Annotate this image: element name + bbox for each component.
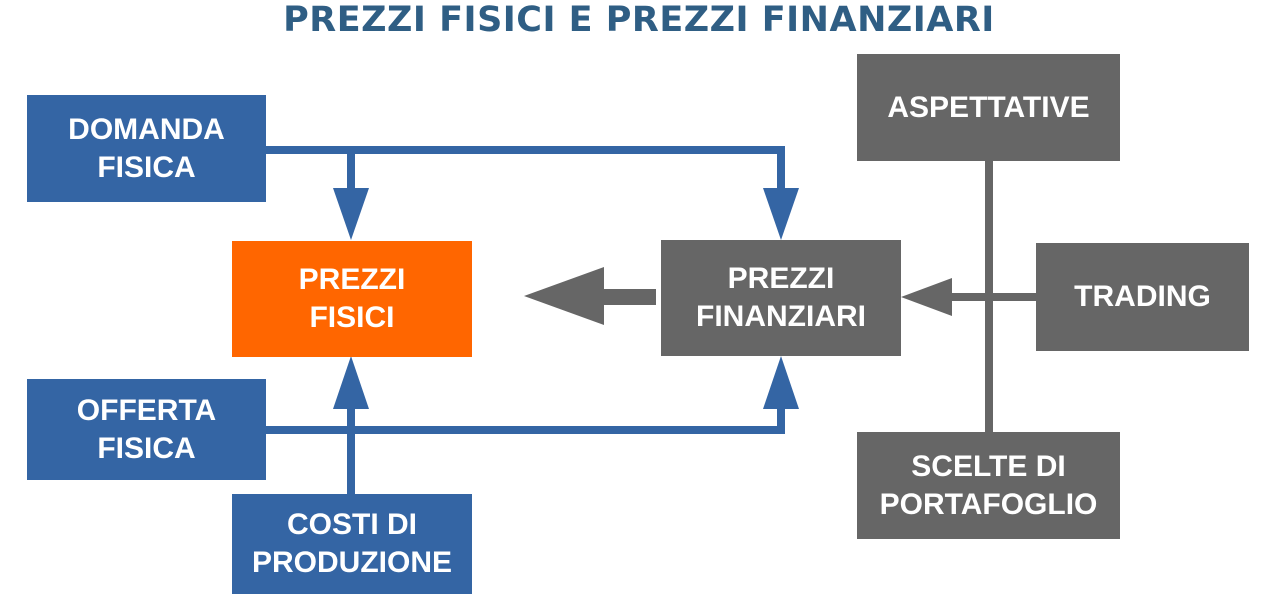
connector-offerta-line (265, 405, 785, 434)
page-title: PREZZI FISICI E PREZZI FINANZIARI (283, 0, 995, 40)
node-scelte-line2: PORTAFOGLIO (879, 487, 1098, 521)
arrowhead-costi-to-fisici (333, 356, 369, 409)
arrowhead-to-finanziari (901, 278, 952, 316)
node-domanda-fisica-line2: FISICA (97, 150, 196, 184)
arrowhead-domanda-to-finanziari (763, 188, 799, 240)
node-prezzi-finanziari: PREZZI FINANZIARI (661, 240, 901, 356)
node-trading: TRADING (1036, 243, 1249, 351)
node-scelte-di-portafoglio: SCELTE DI PORTAFOGLIO (857, 432, 1120, 539)
node-prezzi-fisici: PREZZI FISICI (232, 241, 472, 357)
arrowhead-domanda-to-fisici (333, 188, 369, 240)
node-costi-line2: PRODUZIONE (251, 546, 452, 579)
node-prezzi-finanziari-line2: FINANZIARI (696, 300, 866, 333)
node-scelte-line1: SCELTE DI (911, 449, 1066, 483)
node-offerta-fisica-line1: OFFERTA (76, 393, 217, 427)
big-arrow-shaft (600, 289, 656, 305)
node-prezzi-fisici-line1: PREZZI (298, 263, 406, 296)
node-aspettative: ASPETTATIVE (857, 54, 1120, 161)
node-prezzi-finanziari-line1: PREZZI (727, 262, 835, 295)
node-costi-di-produzione: COSTI DI PRODUZIONE (232, 494, 472, 594)
big-arrowhead-to-fisici (524, 267, 604, 325)
connector-domanda-line (265, 146, 785, 190)
node-offerta-fisica-line2: FISICA (97, 431, 196, 465)
node-offerta-fisica: OFFERTA FISICA (27, 379, 266, 480)
node-aspettative-label: ASPETTATIVE (887, 90, 1090, 124)
node-costi-line1: COSTI DI (286, 508, 417, 541)
node-trading-label: TRADING (1074, 280, 1211, 313)
node-prezzi-fisici-line2: FISICI (309, 301, 395, 334)
node-domanda-fisica: DOMANDA FISICA (27, 95, 266, 202)
node-domanda-fisica-line1: DOMANDA (68, 112, 225, 146)
arrowhead-offerta-to-finanziari (763, 356, 799, 409)
